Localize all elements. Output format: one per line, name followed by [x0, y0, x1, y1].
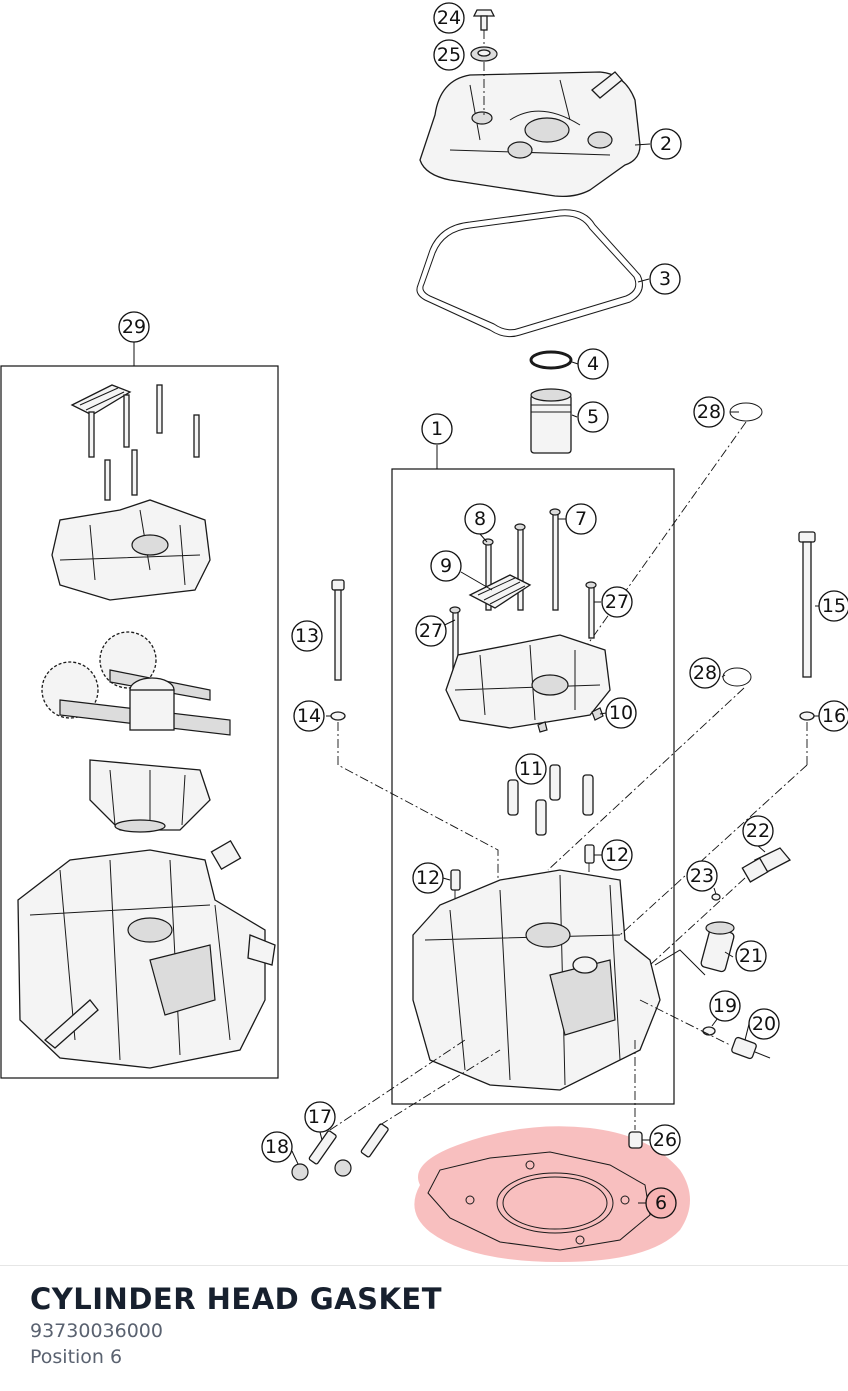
callout-17[interactable]: 17: [304, 1101, 336, 1133]
svg-text:15: 15: [822, 595, 846, 617]
callout-28-middle[interactable]: 28: [689, 657, 721, 689]
svg-text:25: 25: [437, 44, 461, 66]
valve-guides-11[interactable]: [507, 764, 594, 836]
svg-text:19: 19: [713, 995, 737, 1017]
svg-text:1: 1: [431, 418, 443, 440]
part-number: 93730036000: [30, 1320, 163, 1342]
valve-cover-gasket-part[interactable]: [416, 209, 643, 338]
svg-text:17: 17: [308, 1106, 332, 1128]
callout-9[interactable]: 9: [430, 550, 462, 582]
washer-25-part[interactable]: [470, 46, 498, 62]
callout-24[interactable]: 24: [433, 2, 465, 34]
callout-29[interactable]: 29: [118, 311, 150, 343]
callout-1[interactable]: 1: [421, 413, 453, 445]
svg-text:7: 7: [575, 508, 587, 530]
svg-text:22: 22: [746, 820, 770, 842]
valve-cover-part[interactable]: [419, 71, 641, 198]
callout-28-top[interactable]: 28: [693, 396, 725, 428]
nut-18-part[interactable]: [291, 1159, 352, 1181]
sensor-22-part[interactable]: [741, 847, 792, 883]
callout-2[interactable]: 2: [650, 128, 682, 160]
dowel-26-part[interactable]: [628, 1131, 643, 1149]
svg-text:28: 28: [693, 662, 717, 684]
svg-text:23: 23: [690, 865, 714, 887]
callout-27-right[interactable]: 27: [601, 586, 633, 618]
svg-text:11: 11: [519, 758, 543, 780]
callout-6-selected[interactable]: 6: [645, 1187, 677, 1219]
callout-12-left[interactable]: 12: [412, 862, 444, 894]
svg-text:27: 27: [419, 620, 443, 642]
callout-15[interactable]: 15: [818, 590, 848, 622]
svg-text:12: 12: [416, 867, 440, 889]
washer-16-part[interactable]: [799, 711, 815, 721]
callout-21[interactable]: 21: [735, 940, 767, 972]
svg-text:10: 10: [609, 702, 633, 724]
svg-text:18: 18: [265, 1136, 289, 1158]
bolt-set-center[interactable]: [449, 508, 597, 674]
callout-16[interactable]: 16: [818, 700, 848, 732]
washer-14-part[interactable]: [330, 711, 346, 721]
callout-27-left[interactable]: 27: [415, 615, 447, 647]
svg-text:20: 20: [752, 1013, 776, 1035]
selected-part-highlight[interactable]: [414, 1126, 690, 1262]
svg-text:21: 21: [739, 945, 763, 967]
callout-20[interactable]: 20: [748, 1008, 780, 1040]
callout-14[interactable]: 14: [293, 700, 325, 732]
camshaft-bearing-assembly-29[interactable]: [51, 384, 211, 601]
svg-text:16: 16: [822, 705, 846, 727]
svg-text:14: 14: [297, 705, 321, 727]
svg-text:2: 2: [660, 133, 672, 155]
svg-text:6: 6: [655, 1192, 667, 1214]
callout-19[interactable]: 19: [709, 990, 741, 1022]
cylinder-head-assembly-left[interactable]: [17, 839, 276, 1069]
callout-18[interactable]: 18: [261, 1131, 293, 1163]
part-position: Position 6: [30, 1346, 123, 1368]
svg-text:3: 3: [659, 268, 671, 290]
svg-text:13: 13: [295, 625, 319, 647]
callout-7[interactable]: 7: [565, 503, 597, 535]
callout-10[interactable]: 10: [605, 697, 637, 729]
dowel-pins-12[interactable]: [450, 844, 595, 891]
part-name: CYLINDER HEAD GASKET: [30, 1282, 443, 1316]
callout-12-right[interactable]: 12: [601, 839, 633, 871]
plug-tube-5-part[interactable]: [530, 388, 572, 454]
svg-text:28: 28: [697, 401, 721, 423]
svg-text:9: 9: [440, 555, 452, 577]
callout-11[interactable]: 11: [515, 753, 547, 785]
svg-text:5: 5: [587, 406, 599, 428]
bolt-13-part[interactable]: [331, 579, 345, 681]
svg-text:12: 12: [605, 844, 629, 866]
camshaft-valvetrain-assembly[interactable]: [41, 631, 231, 833]
callout-4[interactable]: 4: [577, 348, 609, 380]
assembly-box-29: [0, 365, 279, 1079]
dowel-17-part[interactable]: [308, 1123, 389, 1165]
assembly-box-1: [391, 468, 675, 1105]
svg-text:24: 24: [437, 7, 461, 29]
callout-23[interactable]: 23: [686, 860, 718, 892]
bridge-9-part[interactable]: [468, 574, 532, 609]
fitting-21-part[interactable]: [700, 921, 735, 973]
bolt-15-part[interactable]: [798, 531, 816, 678]
callout-26[interactable]: 26: [649, 1124, 681, 1156]
svg-text:29: 29: [122, 316, 146, 338]
svg-text:4: 4: [587, 353, 599, 375]
part-info-panel: CYLINDER HEAD GASKET 93730036000 Positio…: [0, 1265, 848, 1391]
sensor-20-part[interactable]: [731, 1036, 771, 1060]
callout-25[interactable]: 25: [433, 39, 465, 71]
svg-text:8: 8: [474, 508, 486, 530]
exploded-parts-diagram: 24 25 2 3 4 5 28 1 29 8 7 9 27 27 13 28 …: [0, 2, 848, 1262]
svg-text:27: 27: [605, 591, 629, 613]
svg-text:26: 26: [653, 1129, 677, 1151]
callout-22[interactable]: 22: [742, 815, 774, 847]
callout-8[interactable]: 8: [464, 503, 496, 535]
callout-3[interactable]: 3: [649, 263, 681, 295]
cylinder-head-part[interactable]: [412, 869, 661, 1091]
camshaft-bearing-bridge-part[interactable]: [445, 634, 611, 729]
callout-13[interactable]: 13: [291, 620, 323, 652]
bolt-24-part[interactable]: [472, 9, 496, 31]
callout-5[interactable]: 5: [577, 401, 609, 433]
o-ring-4-part[interactable]: [529, 350, 573, 370]
